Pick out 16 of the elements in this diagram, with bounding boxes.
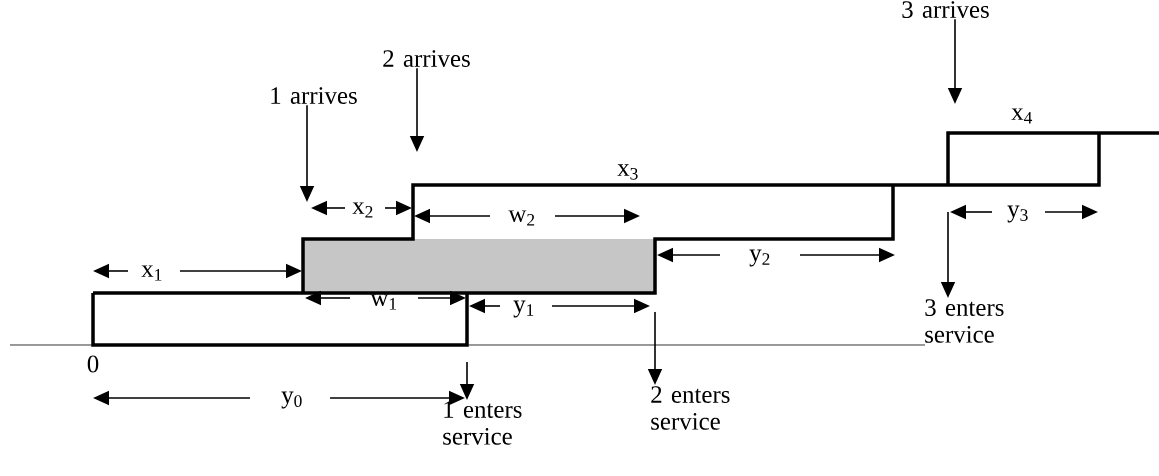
dimension-label: x$_{3}$	[617, 164, 638, 180]
event-label: 3 enters service	[925, 299, 1004, 343]
event-label: 3 arrives	[902, 1, 989, 18]
dimension-label: y$_{2}$	[749, 249, 770, 267]
dimension-label: w$_{1}$	[370, 294, 397, 310]
event-label: 1 arrives	[271, 87, 357, 104]
dimension-label: y$_{3}$	[1007, 205, 1028, 223]
event-label: 2 enters service	[651, 386, 730, 430]
dimension-label: 0	[87, 355, 99, 373]
dimension-label: y$_{0}$	[281, 391, 302, 409]
dimension-label: x$_{1}$	[141, 265, 162, 281]
dimension-label: w$_{2}$	[508, 210, 535, 226]
event-label: 2 arrives	[383, 50, 470, 67]
dimension-label: y$_{1}$	[513, 300, 534, 318]
dimension-label: x$_{2}$	[352, 202, 373, 218]
dimension-label: x$_{4}$	[1011, 108, 1033, 124]
